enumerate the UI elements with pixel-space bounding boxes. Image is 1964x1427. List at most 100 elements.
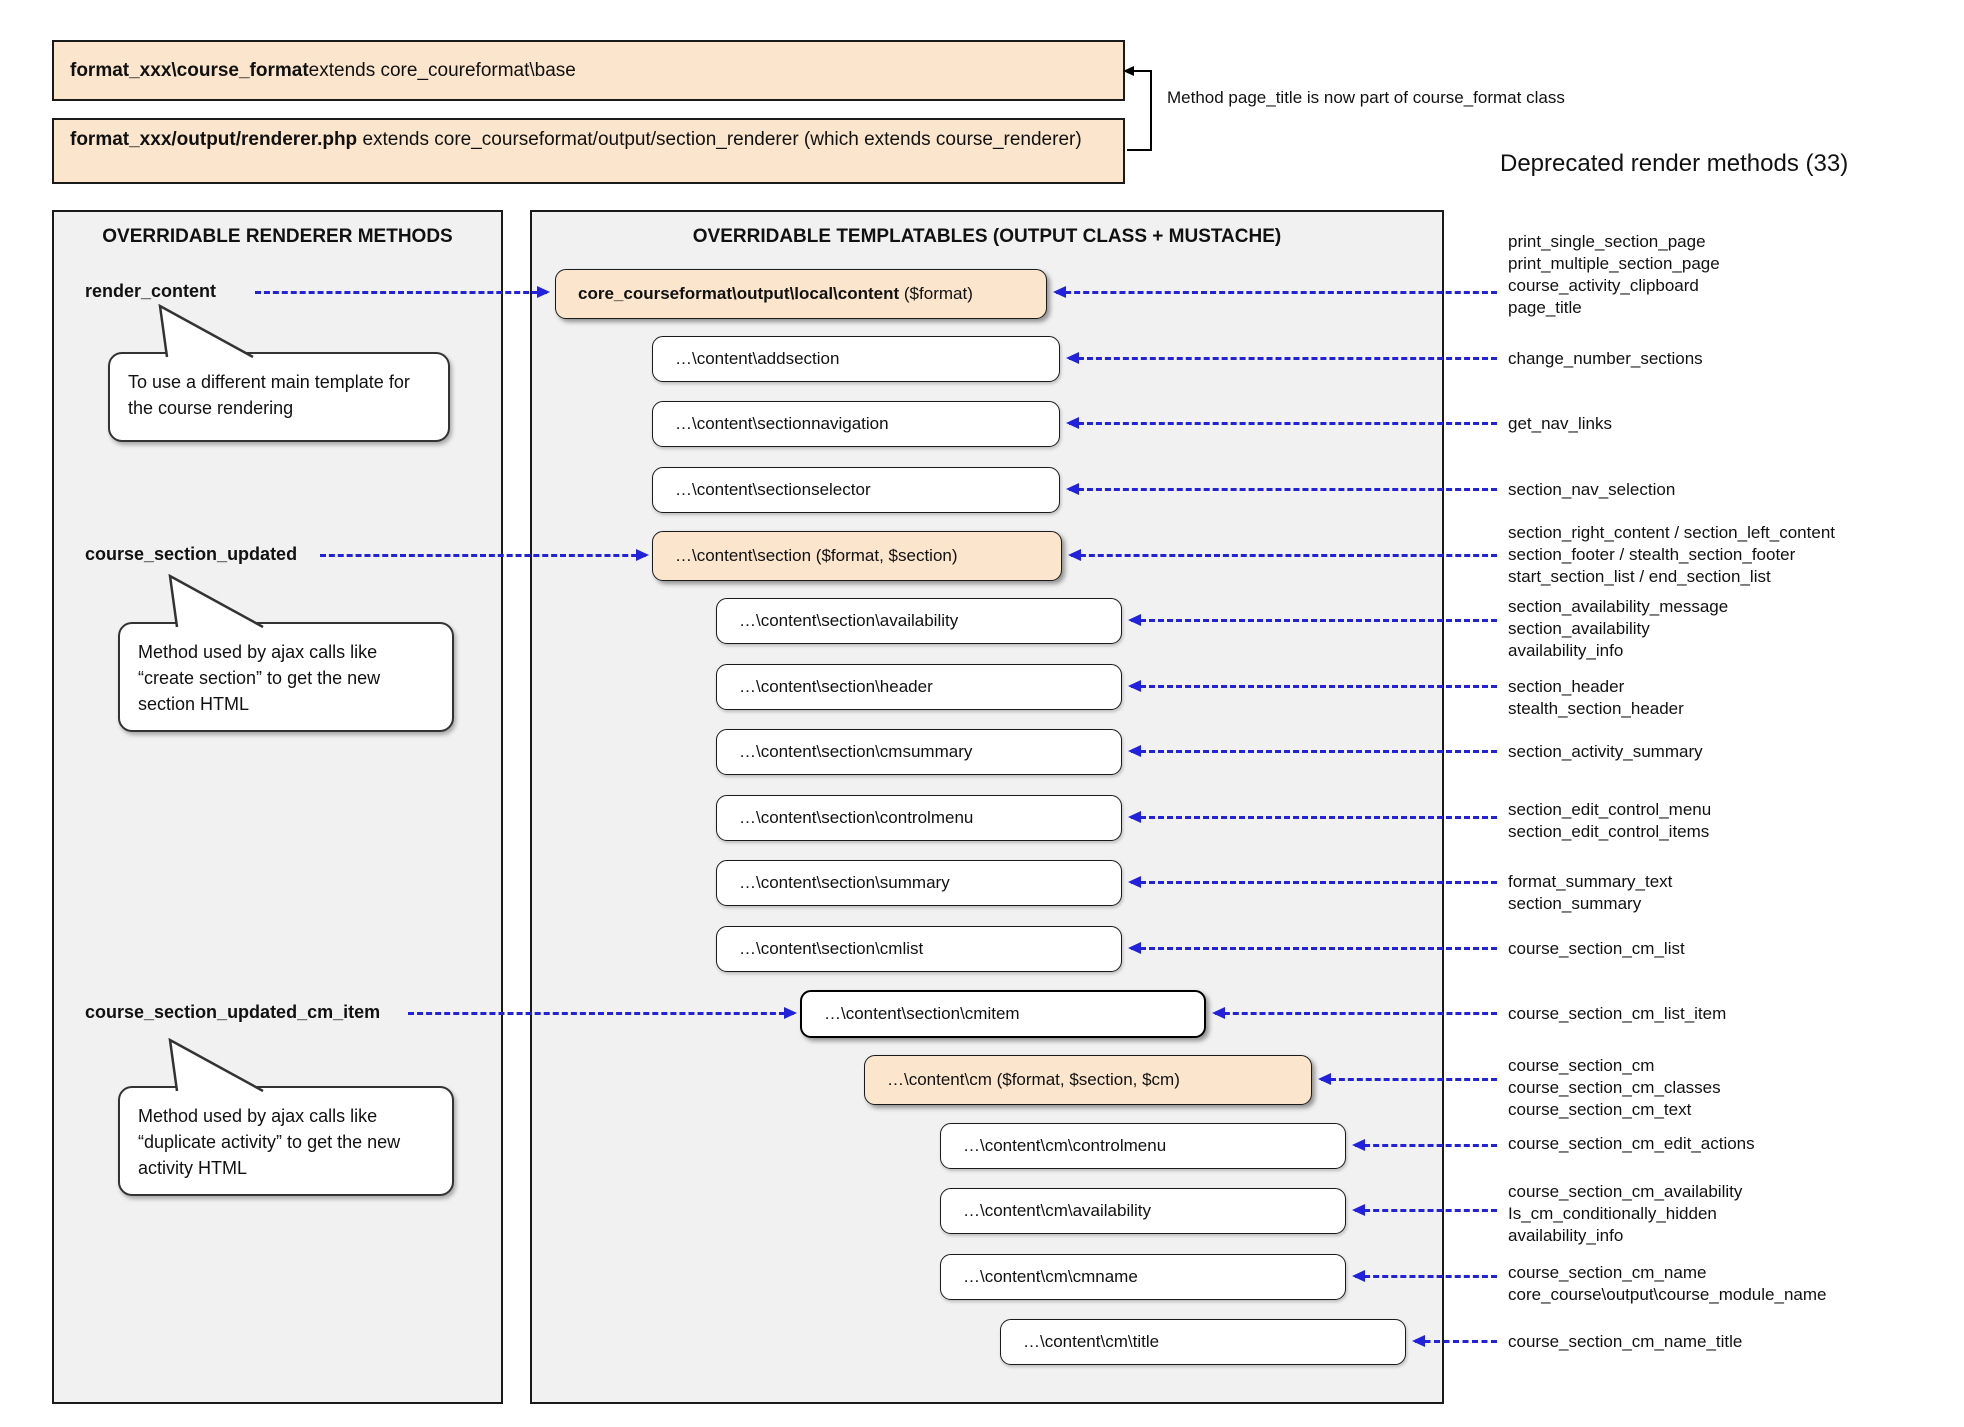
arrow-render-content-to-content (255, 286, 550, 298)
arrow-deprecated-to-sectionselector (1066, 483, 1497, 495)
arrowhead-right-icon (784, 1007, 797, 1019)
arrowhead-left-icon (1352, 1139, 1365, 1151)
bubble-tail-icon (158, 304, 254, 358)
templatable-box-section-header: …\content\section\header (716, 664, 1122, 710)
note-bubble-course-section-updated-cm-item: Method used by ajax calls like “duplicat… (118, 1038, 454, 1196)
bubble-tail-icon (168, 1038, 264, 1092)
arrow-deprecated-to-cm-cmname (1352, 1270, 1497, 1282)
arrowhead-right-icon (636, 549, 649, 561)
templatable-box-cm-controlmenu: …\content\cm\controlmenu (940, 1123, 1346, 1169)
arrow-deprecated-to-cm-title (1412, 1335, 1497, 1347)
templatable-box-cm: …\content\cm ($format, $section, $cm) (864, 1055, 1312, 1105)
templatable-box-sectionselector: …\content\sectionselector (652, 467, 1060, 513)
deprecated-group-section-header: section_header stealth_section_header (1508, 677, 1684, 718)
class-box-course-format-rest: extends core_coureformat\base (308, 59, 576, 81)
arrow-deprecated-to-content (1053, 286, 1497, 298)
templatable-box-section-cmlist: …\content\section\cmlist (716, 926, 1122, 972)
bubble-tail-icon (168, 574, 264, 628)
templatable-box-section-cmsummary: …\content\section\cmsummary (716, 729, 1122, 775)
deprecated-group-section-cmitem: course_section_cm_list_item (1508, 1004, 1727, 1023)
arrow-cm-item-to-cmitem (408, 1007, 797, 1019)
note-bubble-text: Method used by ajax calls like “duplicat… (138, 1106, 401, 1178)
class-box-renderer-name: format_xxx/output/renderer.php (70, 129, 358, 150)
arrowhead-left-icon (1128, 614, 1141, 626)
page-title-note: Method page_title is now part of course_… (1167, 88, 1565, 107)
deprecated-group-content: print_single_section_page print_multiple… (1508, 232, 1720, 317)
arrow-deprecated-to-section-summary (1128, 876, 1497, 888)
method-render-content: render_content (85, 281, 217, 301)
deprecated-group-cm-availability: course_section_cm_availability Is_cm_con… (1508, 1182, 1743, 1245)
arrowhead-left-icon (1352, 1204, 1365, 1216)
bracket-arrowhead-icon (1123, 66, 1134, 76)
arrow-deprecated-to-section-cmsummary (1128, 745, 1497, 757)
deprecated-group-section-summary: format_summary_text section_summary (1508, 872, 1673, 913)
bracket-line-top (1133, 70, 1152, 72)
deprecated-group-sectionnavigation: get_nav_links (1508, 414, 1612, 433)
arrowhead-right-icon (537, 286, 550, 298)
templatable-box-addsection: …\content\addsection (652, 336, 1060, 382)
arrowhead-left-icon (1352, 1270, 1365, 1282)
deprecated-group-cm: course_section_cm course_section_cm_clas… (1508, 1056, 1721, 1119)
bracket-line-bottom (1127, 149, 1152, 151)
method-course-section-updated: course_section_updated (85, 544, 298, 564)
templatable-box-cm-cmname: …\content\cm\cmname (940, 1254, 1346, 1300)
templatable-box-content: core_courseformat\output\local\content (… (555, 269, 1047, 319)
arrow-deprecated-to-cm (1318, 1073, 1497, 1085)
deprecated-group-cm-title: course_section_cm_name_title (1508, 1332, 1743, 1351)
arrowhead-left-icon (1066, 483, 1079, 495)
deprecated-group-section-cmlist: course_section_cm_list (1508, 939, 1685, 958)
arrowhead-left-icon (1066, 417, 1079, 429)
templatable-box-section-summary: …\content\section\summary (716, 860, 1122, 906)
templatable-box-section-cmitem: …\content\section\cmitem (800, 990, 1206, 1038)
arrowhead-left-icon (1128, 745, 1141, 757)
class-box-renderer: format_xxx/output/renderer.php extends c… (52, 118, 1125, 184)
arrowhead-left-icon (1318, 1073, 1331, 1085)
arrowhead-left-icon (1128, 811, 1141, 823)
arrow-deprecated-to-section (1068, 549, 1497, 561)
arrow-course-section-updated-to-section (320, 549, 649, 561)
deprecated-group-sectionselector: section_nav_selection (1508, 480, 1676, 499)
note-bubble-text: Method used by ajax calls like “create s… (138, 642, 381, 714)
bracket-line-vertical (1150, 71, 1152, 151)
templatable-box-section-controlmenu: …\content\section\controlmenu (716, 795, 1122, 841)
arrowhead-left-icon (1066, 352, 1079, 364)
arrow-deprecated-to-cm-availability (1352, 1204, 1497, 1216)
arrowhead-left-icon (1128, 942, 1141, 954)
deprecated-group-cm-cmname: course_section_cm_name core_course\outpu… (1508, 1263, 1827, 1304)
arrowhead-left-icon (1212, 1007, 1225, 1019)
deprecated-group-cm-controlmenu: course_section_cm_edit_actions (1508, 1134, 1755, 1153)
class-box-course-format: format_xxx\course_format extends core_co… (52, 40, 1125, 101)
arrow-deprecated-to-section-cmitem (1212, 1007, 1497, 1019)
arrow-deprecated-to-section-cmlist (1128, 942, 1497, 954)
deprecated-group-section-cmsummary: section_activity_summary (1508, 742, 1703, 761)
templatable-box-cm-availability: …\content\cm\availability (940, 1188, 1346, 1234)
arrow-deprecated-to-section-controlmenu (1128, 811, 1497, 823)
arrowhead-left-icon (1053, 286, 1066, 298)
note-bubble-render-content: To use a different main template for the… (108, 304, 450, 442)
deprecated-group-section: section_right_content / section_left_con… (1508, 523, 1835, 586)
note-bubble-course-section-updated: Method used by ajax calls like “create s… (118, 574, 454, 732)
arrowhead-left-icon (1068, 549, 1081, 561)
deprecated-group-section-availability: section_availability_message section_ava… (1508, 597, 1729, 660)
class-box-renderer-rest: extends core_courseformat/output/section… (357, 129, 1082, 150)
arrow-deprecated-to-section-header (1128, 680, 1497, 692)
deprecated-group-section-controlmenu: section_edit_control_menu section_edit_c… (1508, 800, 1712, 841)
arrow-deprecated-to-sectionnavigation (1066, 417, 1497, 429)
templatable-box-sectionnavigation: …\content\sectionnavigation (652, 401, 1060, 447)
templatable-box-section-availability: …\content\section\availability (716, 598, 1122, 644)
method-course-section-updated-cm-item: course_section_updated_cm_item (85, 1002, 381, 1022)
templatable-box-section: …\content\section ($format, $section) (652, 531, 1062, 581)
class-box-course-format-name: format_xxx\course_format (70, 59, 309, 81)
deprecated-group-addsection: change_number_sections (1508, 349, 1703, 368)
renderer-methods-panel-header: OVERRIDABLE RENDERER METHODS (102, 226, 453, 247)
templatable-box-cm-title: …\content\cm\title (1000, 1319, 1406, 1365)
arrowhead-left-icon (1128, 876, 1141, 888)
templatables-panel-header: OVERRIDABLE TEMPLATABLES (OUTPUT CLASS +… (692, 226, 1282, 247)
arrow-deprecated-to-cm-controlmenu (1352, 1139, 1497, 1151)
arrow-deprecated-to-addsection (1066, 352, 1497, 364)
deprecated-methods-title: Deprecated render methods (33) (1500, 150, 1849, 177)
arrow-deprecated-to-section-availability (1128, 614, 1497, 626)
arrowhead-left-icon (1128, 680, 1141, 692)
note-bubble-text: To use a different main template for the… (128, 372, 410, 418)
